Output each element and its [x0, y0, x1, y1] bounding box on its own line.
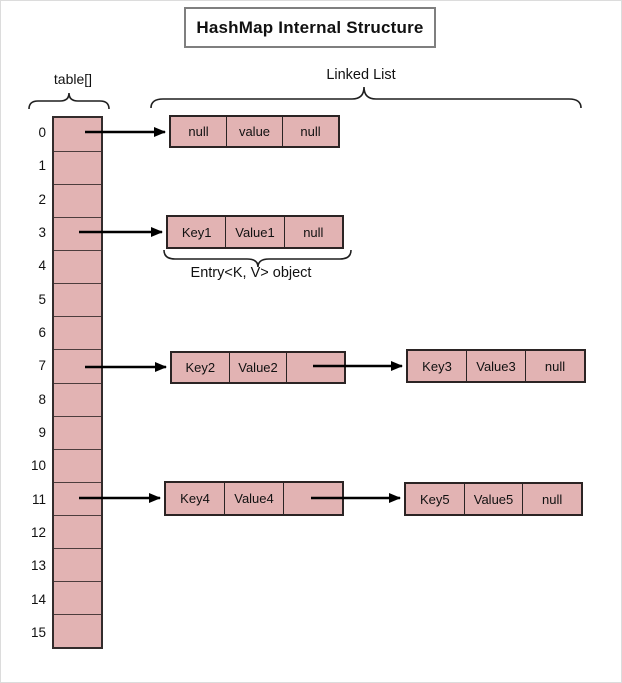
bucket-cell-15: [54, 613, 101, 647]
node-bucket3-cell-2: null: [283, 217, 342, 247]
bucket-cell-5: [54, 283, 101, 316]
node-bucket0-cell-0: null: [188, 124, 209, 139]
diagram-title: HashMap Internal Structure: [196, 17, 424, 37]
node-bucket3-cell-1: Value1: [225, 217, 283, 247]
node-bucket11-second-cell-1: Value5: [463, 484, 523, 514]
node-bucket11-first-cell-1: Value4: [224, 483, 283, 514]
node-bucket7-second-cell-0: Key3: [422, 358, 452, 374]
node-bucket7-first-cell-1: Value2: [228, 353, 287, 382]
bucket-index-5: 5: [38, 291, 46, 307]
bucket-index-6: 6: [38, 325, 46, 341]
bucket-cell-7: [54, 349, 101, 382]
bucket-cell-10: [54, 448, 101, 482]
bucket-index-14: 14: [30, 591, 46, 607]
bucket-cell-2: [54, 184, 101, 217]
bucket-index-13: 13: [30, 558, 46, 574]
diagram-title-box: HashMap Internal Structure: [184, 7, 436, 48]
bucket-index-3: 3: [38, 225, 46, 241]
bucket-index-0: 0: [38, 125, 46, 141]
node-bucket11-first: Key4 Value4: [164, 481, 344, 516]
bucket-index-7: 7: [38, 358, 46, 374]
bucket-cell-0: [54, 118, 101, 151]
node-bucket0-cell-1: value: [226, 117, 282, 146]
bucket-cell-12: [54, 514, 101, 548]
bucket-array: [52, 116, 103, 649]
linked-list-label: Linked List: [326, 67, 396, 83]
entry-object-label: Entry<K, V> object: [190, 265, 312, 281]
linked-list-brace: [150, 86, 582, 109]
bucket-cell-6: [54, 316, 101, 349]
node-bucket0-cell-2: null: [282, 117, 338, 146]
bucket-index-2: 2: [38, 191, 46, 207]
bucket-index-11: 11: [31, 491, 46, 507]
bucket-index-9: 9: [38, 424, 46, 440]
table-brace: [28, 92, 110, 110]
bucket-cell-9: [54, 415, 101, 449]
bucket-cell-13: [54, 547, 101, 581]
bucket-index-1: 1: [38, 158, 46, 174]
bucket-cell-3: [54, 217, 101, 250]
bucket-cell-1: [54, 151, 101, 184]
node-bucket7-first-cell-0: Key2: [185, 360, 216, 375]
bucket-index-10: 10: [30, 458, 46, 474]
bucket-cell-8: [54, 382, 101, 416]
node-bucket11-first-cell-0: Key4: [180, 491, 210, 506]
node-bucket7-second-cell-1: Value3: [466, 351, 525, 381]
bucket-index-8: 8: [38, 391, 46, 407]
bucket-index-4: 4: [38, 258, 46, 274]
node-bucket7-first-cell-2: [286, 353, 344, 382]
bucket-cell-4: [54, 250, 101, 283]
bucket-index-12: 12: [30, 524, 46, 540]
table-array-label: table[]: [53, 71, 93, 87]
node-bucket3-cell-0: Key1: [181, 224, 212, 240]
bucket-cell-11: [54, 481, 101, 515]
node-bucket11-first-cell-2: [283, 483, 342, 514]
bucket-index-15: 15: [30, 624, 46, 640]
bucket-cell-14: [54, 580, 101, 614]
node-bucket7-second-cell-2: null: [525, 351, 584, 381]
node-bucket7-first: Key2 Value2: [170, 351, 346, 384]
node-bucket11-second-cell-2: null: [522, 484, 581, 514]
node-bucket11-second-cell-0: Key5: [420, 491, 450, 507]
